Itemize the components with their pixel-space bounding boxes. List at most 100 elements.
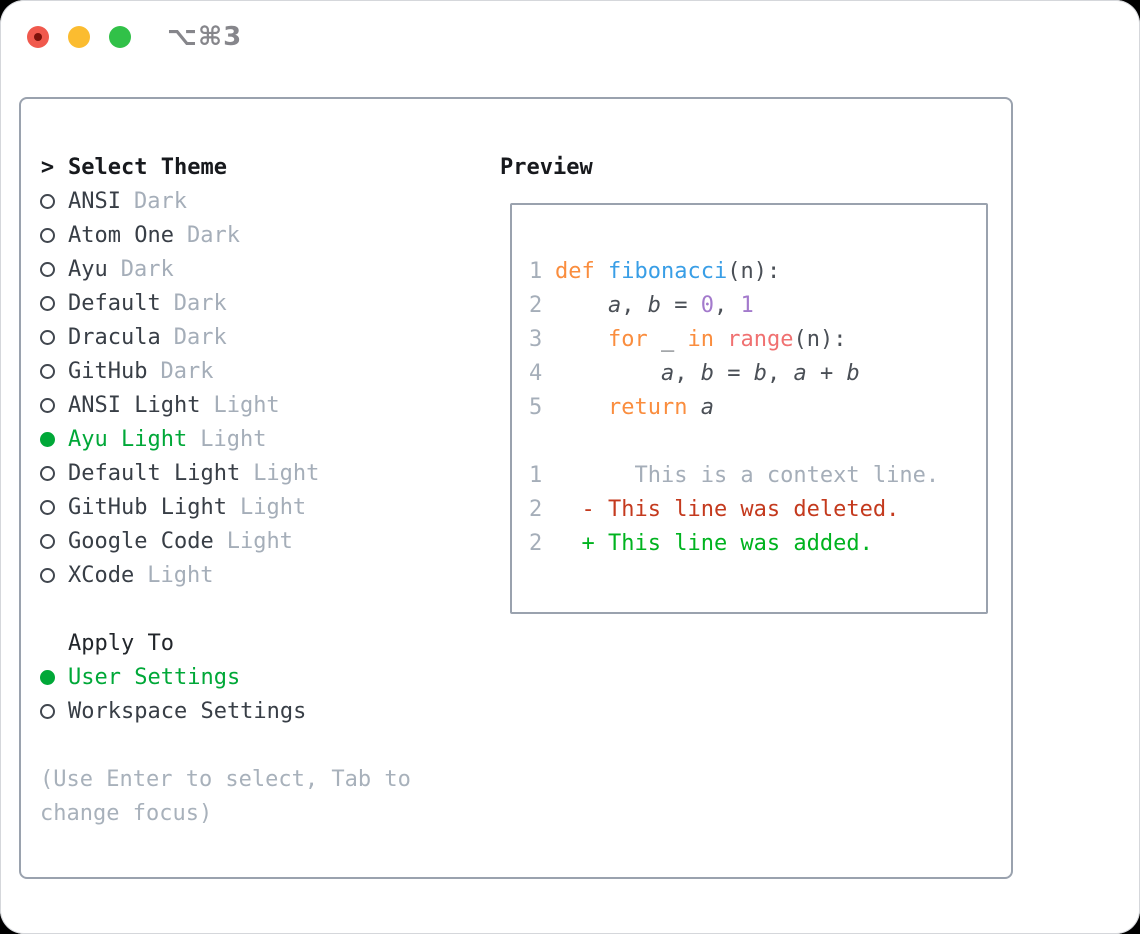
theme-variant: Light <box>226 528 293 554</box>
theme-option-ayu-light[interactable]: Ayu Light Light <box>40 422 490 456</box>
zoom-button[interactable] <box>109 26 131 48</box>
code-content: - This line was deleted. <box>555 496 900 522</box>
theme-option-github[interactable]: GitHub Dark <box>40 354 490 388</box>
theme-variant: Dark <box>160 358 214 384</box>
line-number: 4 <box>529 360 543 386</box>
theme-name: Google Code <box>68 528 214 554</box>
theme-option-github-light[interactable]: GitHub Light Light <box>40 490 490 524</box>
theme-name: Default Light <box>68 460 241 486</box>
code-line: 3 for _ in range(n): <box>529 322 976 356</box>
code-content: def fibonacci(n): <box>555 258 781 284</box>
theme-option-atom-one[interactable]: Atom One Dark <box>40 218 490 252</box>
theme-option-default[interactable]: Default Dark <box>40 286 490 320</box>
theme-option-ansi-light[interactable]: ANSI Light Light <box>40 388 490 422</box>
code-line <box>529 424 976 458</box>
theme-variant: Dark <box>173 324 227 350</box>
radio-icon <box>40 193 55 209</box>
theme-name: GitHub <box>68 358 148 384</box>
theme-variant: Light <box>239 494 307 520</box>
close-button[interactable] <box>27 26 49 48</box>
apply-to-header: Apply To <box>40 626 490 660</box>
theme-name: Default <box>68 290 161 316</box>
apply-option-user-settings[interactable]: User Settings <box>40 660 490 694</box>
radio-icon <box>40 261 55 277</box>
theme-option-ansi[interactable]: ANSI Dark <box>40 184 490 218</box>
hint-line-1: (Use Enter to select, Tab to <box>40 766 411 792</box>
theme-name: ANSI Light <box>68 392 201 418</box>
theme-option-xcode[interactable]: XCode Light <box>40 558 490 592</box>
radio-icon <box>40 703 55 719</box>
code-line: 5 return a <box>529 390 976 424</box>
preview-header: Preview <box>500 150 1000 184</box>
prompt-caret: > <box>40 154 55 180</box>
radio-icon <box>40 431 55 447</box>
theme-option-dracula[interactable]: Dracula Dark <box>40 320 490 354</box>
theme-variant: Light <box>200 426 267 452</box>
titlebar: ⌥⌘3 <box>0 0 1140 74</box>
code-line: 1 This is a context line. <box>529 458 976 492</box>
theme-variant: Light <box>213 392 280 418</box>
radio-icon <box>40 227 55 243</box>
code-line: 2 a, b = 0, 1 <box>529 288 976 322</box>
theme-option-default-light[interactable]: Default Light Light <box>40 456 490 490</box>
code-content: + This line was added. <box>555 530 873 556</box>
theme-name: GitHub Light <box>68 494 227 520</box>
code-line: 2 - This line was deleted. <box>529 492 976 526</box>
select-theme-header: > Select Theme <box>40 150 490 184</box>
line-number: 2 <box>529 292 543 318</box>
apply-to-title: Apply To <box>68 630 174 656</box>
radio-icon <box>40 499 55 515</box>
code-content: for _ in range(n): <box>607 326 847 352</box>
radio-icon <box>40 465 55 481</box>
window-title: ⌥⌘3 <box>167 22 243 52</box>
theme-variant: Dark <box>173 290 227 316</box>
theme-option-ayu[interactable]: Ayu Dark <box>40 252 490 286</box>
code-line: 4 a, b = b, a + b <box>529 356 976 390</box>
theme-name: Ayu <box>68 256 108 282</box>
radio-icon <box>40 363 55 379</box>
theme-variant: Light <box>253 460 320 486</box>
theme-name: Dracula <box>68 324 161 350</box>
picker-title: Select Theme <box>68 154 227 180</box>
apply-option-workspace-settings[interactable]: Workspace Settings <box>40 694 490 728</box>
preview-title: Preview <box>500 154 593 180</box>
theme-variant: Light <box>147 562 214 588</box>
radio-icon <box>40 329 55 345</box>
theme-variant: Dark <box>186 222 240 248</box>
code-content: This is a context line. <box>555 462 940 488</box>
spacer <box>40 728 490 762</box>
theme-name: Atom One <box>68 222 174 248</box>
theme-name: Ayu Light <box>68 426 188 452</box>
hint-line-2: change focus) <box>40 800 213 826</box>
radio-icon <box>40 567 55 583</box>
close-dot-icon <box>34 33 42 41</box>
apply-option-label: User Settings <box>68 664 241 690</box>
code-content: a, b = b, a + b <box>660 360 860 386</box>
theme-variant: Dark <box>120 256 174 282</box>
code-content: return a <box>607 394 714 420</box>
spacer <box>40 592 490 626</box>
code-line: 2 + This line was added. <box>529 526 976 560</box>
line-number: 1 <box>529 462 543 488</box>
minimize-button[interactable] <box>68 26 90 48</box>
radio-icon <box>40 397 55 413</box>
traffic-lights <box>27 26 131 48</box>
theme-name: XCode <box>68 562 135 588</box>
radio-icon <box>40 669 55 685</box>
line-number: 3 <box>529 326 543 352</box>
theme-name: ANSI <box>68 188 121 214</box>
line-number: 2 <box>529 530 543 556</box>
radio-icon <box>40 533 55 549</box>
radio-icon <box>40 295 55 311</box>
theme-option-google-code[interactable]: Google Code Light <box>40 524 490 558</box>
theme-variant: Dark <box>133 188 187 214</box>
line-number: 2 <box>529 496 543 522</box>
apply-option-label: Workspace Settings <box>68 698 307 724</box>
